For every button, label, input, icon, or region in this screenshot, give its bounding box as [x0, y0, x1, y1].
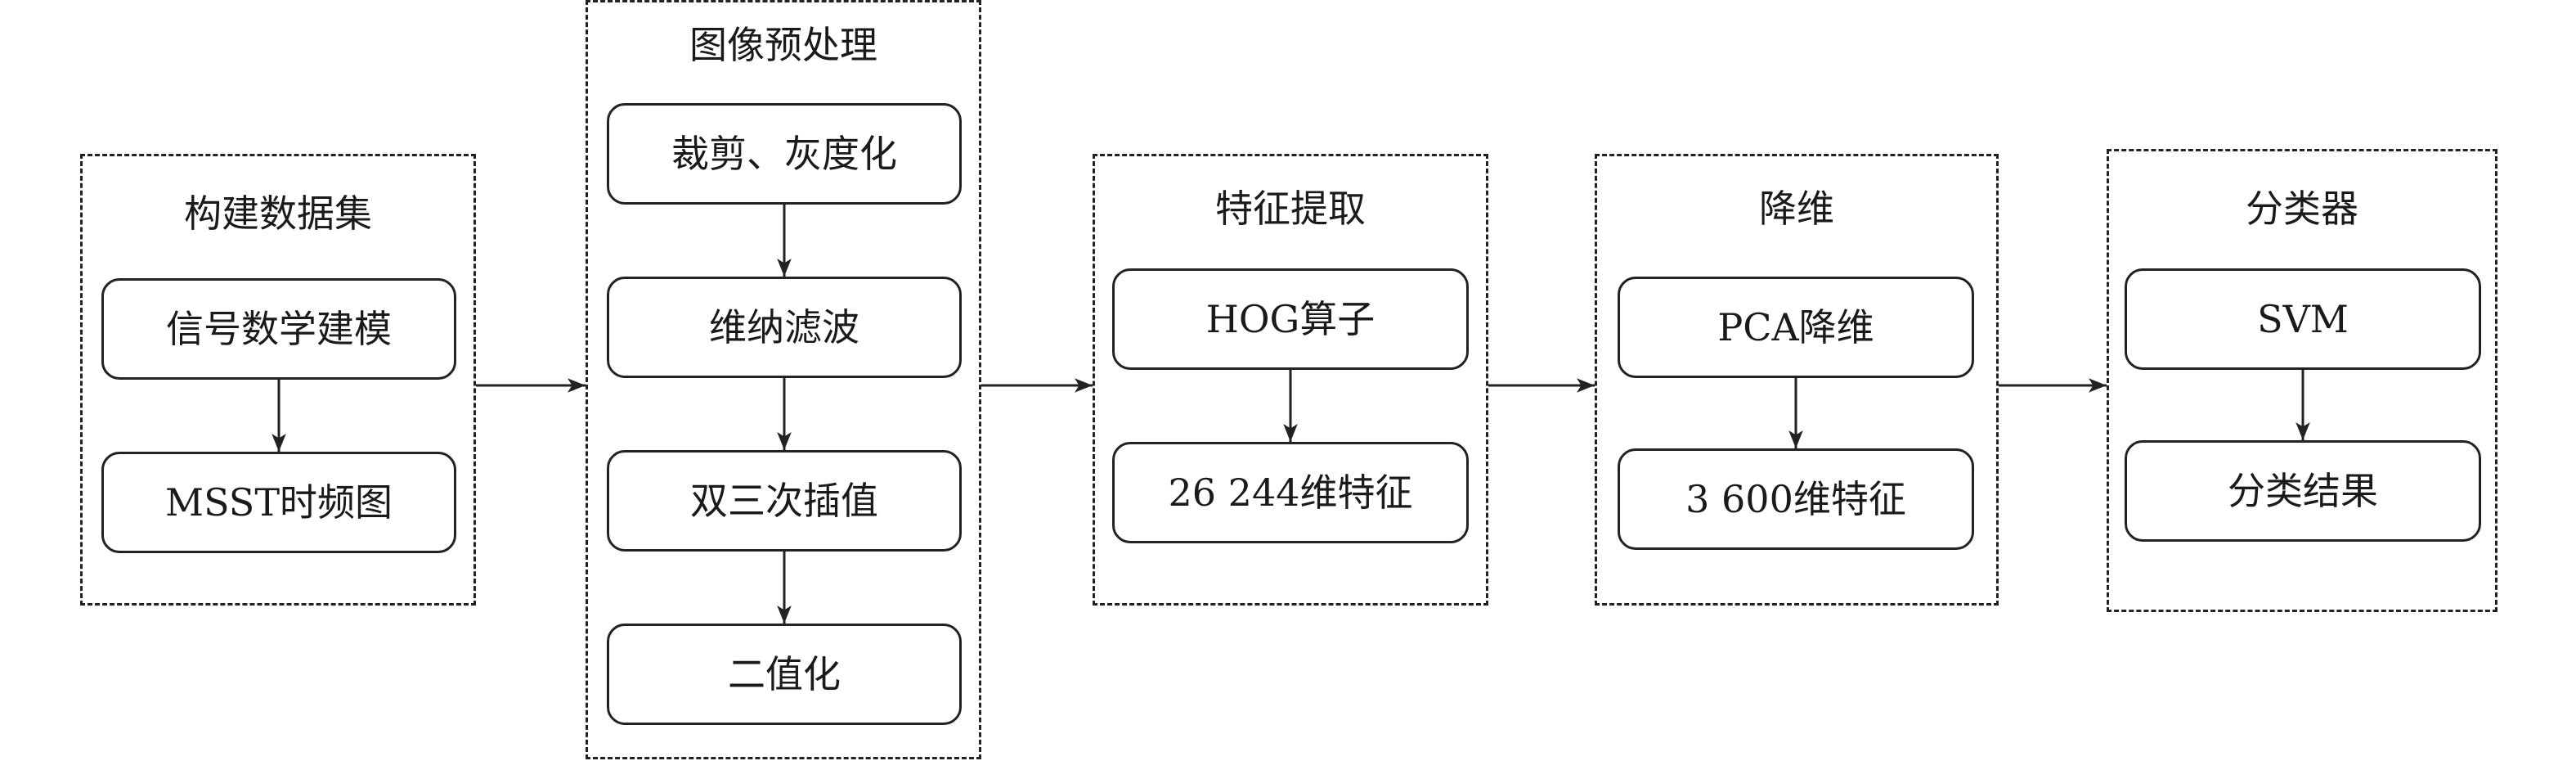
node-classification-result: 分类结果 — [2125, 440, 2481, 542]
group-classifier: 分类器 — [2107, 149, 2497, 612]
group-feature-extraction: 特征提取 — [1093, 154, 1488, 606]
node-msst-spectrogram: MSST时频图 — [101, 452, 456, 553]
node-svm: SVM — [2125, 268, 2481, 370]
node-binarization: 二值化 — [607, 624, 962, 725]
node-pca: PCA降维 — [1618, 277, 1974, 378]
group-title-dataset: 构建数据集 — [184, 191, 372, 236]
node-pca-features: 3 600维特征 — [1618, 448, 1974, 550]
group-title-preprocessing: 图像预处理 — [689, 23, 877, 67]
node-hog-operator: HOG算子 — [1112, 268, 1469, 370]
node-bicubic-interpolation: 双三次插值 — [607, 450, 962, 552]
node-wiener-filter: 维纳滤波 — [607, 277, 962, 378]
group-dataset: 构建数据集 — [80, 154, 476, 606]
group-title-classifier: 分类器 — [2246, 187, 2358, 231]
node-crop-grayscale: 裁剪、灰度化 — [607, 103, 962, 205]
group-preprocessing: 图像预处理 — [586, 0, 981, 759]
node-hog-features: 26 244维特征 — [1112, 442, 1469, 543]
group-title-feature-extraction: 特征提取 — [1215, 187, 1366, 231]
node-signal-modeling: 信号数学建模 — [101, 278, 456, 380]
group-title-dimension-reduction: 降维 — [1759, 187, 1834, 231]
group-dimension-reduction: 降维 — [1595, 154, 1999, 606]
